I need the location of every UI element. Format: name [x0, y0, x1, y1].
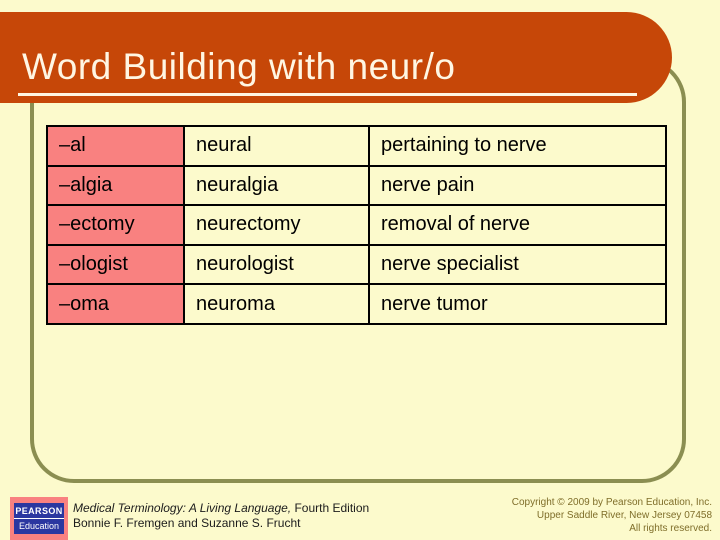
pearson-logo: PEARSON Education	[10, 497, 68, 540]
book-credit: Medical Terminology: A Living Language, …	[73, 501, 369, 530]
pearson-logo-subtext: Education	[18, 521, 60, 531]
copyright-notice: Copyright © 2009 by Pearson Education, I…	[512, 496, 712, 535]
table-cell-term: neuralgia	[183, 164, 370, 207]
table-cell-term: neurologist	[183, 243, 370, 286]
table-row: –ologist neurologist nerve specialist	[46, 243, 667, 286]
table-row: –oma neuroma nerve tumor	[46, 283, 667, 325]
table-cell-meaning: nerve pain	[368, 164, 667, 207]
title-banner: Word Building with neur/o	[0, 12, 672, 103]
table-row: –algia neuralgia nerve pain	[46, 164, 667, 207]
copyright-line-1: Copyright © 2009 by Pearson Education, I…	[511, 497, 712, 508]
table-cell-suffix: –ologist	[46, 243, 185, 286]
title-underline	[18, 93, 637, 96]
pearson-logo-inner: PEARSON Education	[14, 503, 64, 534]
copyright-line-3: All rights reserved.	[629, 523, 712, 534]
word-building-table: –al neural pertaining to nerve –algia ne…	[46, 125, 667, 325]
table-cell-meaning: nerve specialist	[368, 243, 667, 286]
page-title: Word Building with neur/o	[22, 46, 456, 87]
book-title-edition: Fourth Edition	[291, 501, 370, 515]
table-cell-suffix: –algia	[46, 164, 185, 207]
book-title-italic: Medical Terminology: A Living Language,	[73, 501, 292, 515]
table-cell-term: neural	[183, 125, 370, 167]
book-authors: Bonnie F. Fremgen and Suzanne S. Frucht	[73, 515, 301, 530]
table-cell-suffix: –ectomy	[46, 204, 185, 246]
copyright-line-2: Upper Saddle River, New Jersey 07458	[536, 510, 712, 521]
table-cell-suffix: –al	[46, 125, 185, 167]
table-cell-suffix: –oma	[46, 283, 185, 325]
pearson-logo-text: PEARSON	[14, 504, 64, 519]
table-row: –ectomy neurectomy removal of nerve	[46, 204, 667, 246]
table-cell-meaning: nerve tumor	[368, 283, 667, 325]
table-cell-term: neuroma	[183, 283, 370, 325]
table-cell-meaning: removal of nerve	[368, 204, 667, 246]
book-title-line: Medical Terminology: A Living Language, …	[73, 501, 369, 516]
table-cell-meaning: pertaining to nerve	[368, 125, 667, 167]
table-cell-term: neurectomy	[183, 204, 370, 246]
table-row: –al neural pertaining to nerve	[46, 125, 667, 167]
